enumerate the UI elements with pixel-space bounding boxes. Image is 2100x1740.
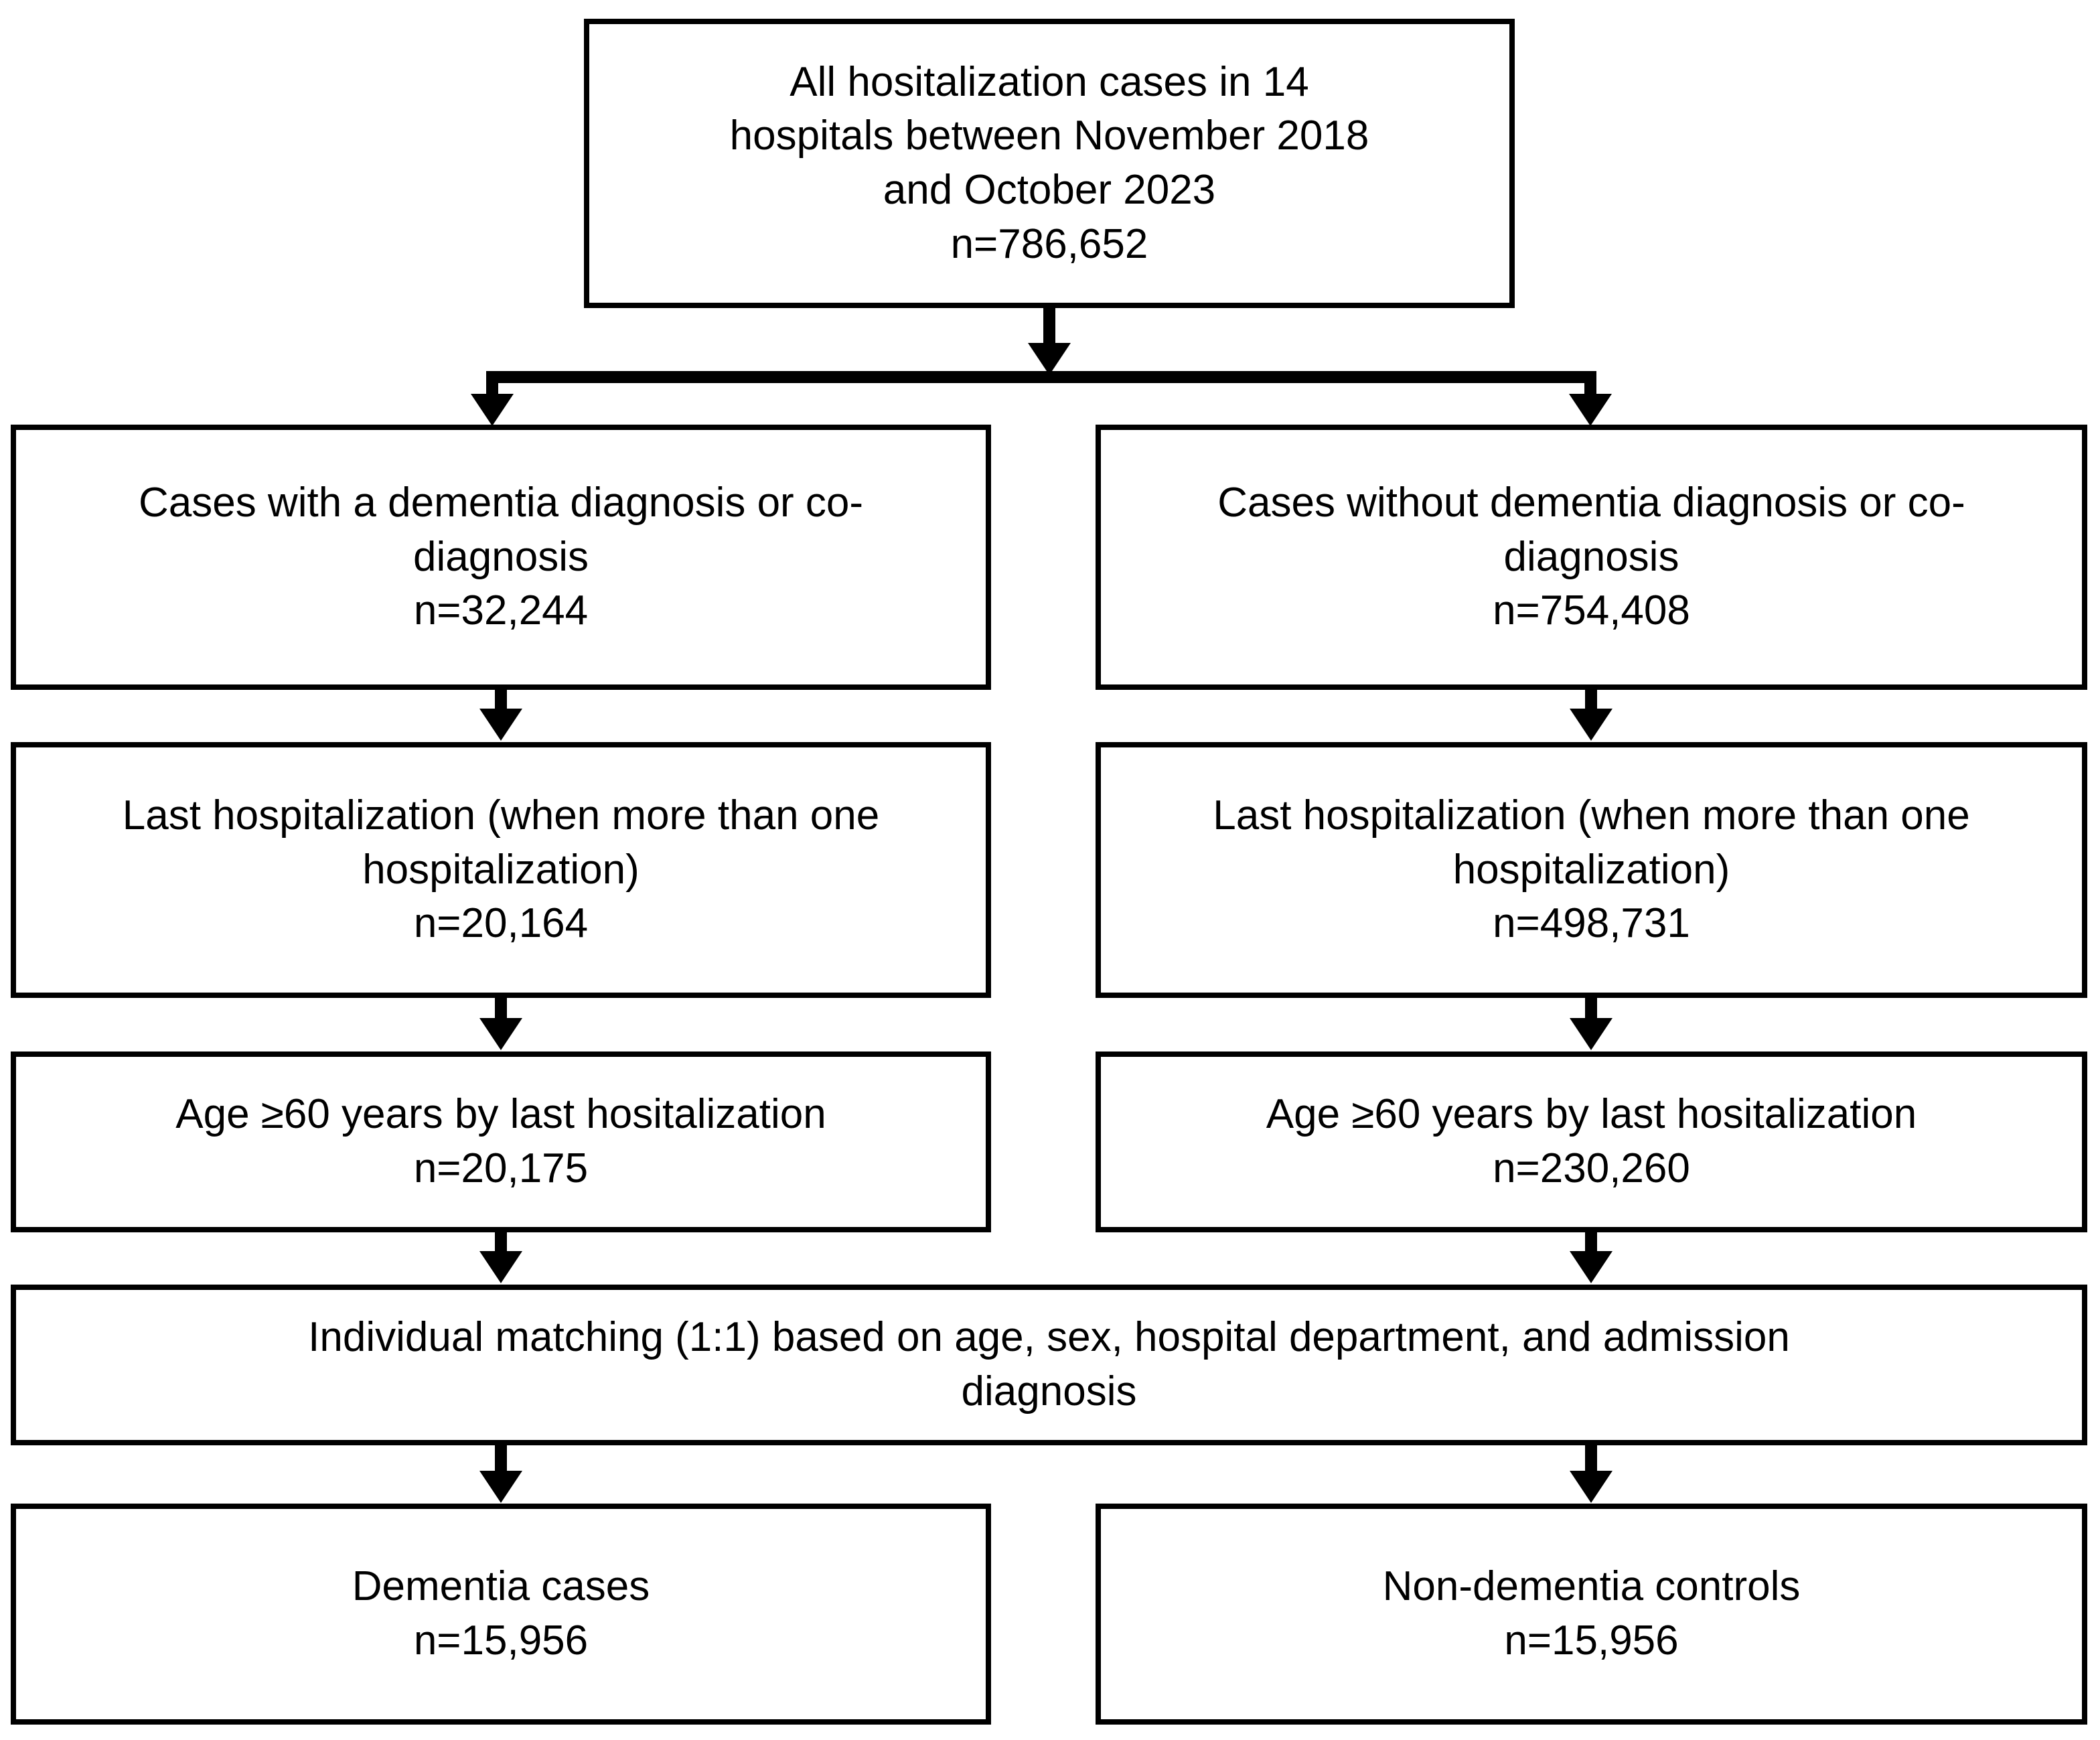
node-all-hospitalization-cases-text: All hositalization cases in 14 hospitals…: [729, 58, 1369, 267]
node-all-hospitalization-cases: All hositalization cases in 14 hospitals…: [584, 19, 1515, 308]
node-age-60-non-dementia-text: Age ≥60 years by last hositalization n=2…: [1266, 1091, 1917, 1191]
arrowhead-left-row2-row3-icon: [479, 1018, 522, 1050]
node-non-dementia-controls-text: Non-dementia controls n=15,956: [1382, 1563, 1801, 1664]
node-age-60-dementia-text: Age ≥60 years by last hositalization n=2…: [175, 1091, 826, 1191]
connector-right-row3-matching: [1585, 1232, 1597, 1254]
connector-split-right: [1584, 371, 1596, 399]
arrowhead-left-row3-matching-icon: [479, 1251, 522, 1283]
arrowhead-right-row3-matching-icon: [1570, 1251, 1612, 1283]
arrowhead-source-stem-icon: [1028, 343, 1071, 375]
arrowhead-split-right-icon: [1569, 394, 1612, 426]
node-age-60-dementia: Age ≥60 years by last hositalization n=2…: [11, 1052, 991, 1232]
arrowhead-left-row1-row2-icon: [479, 709, 522, 741]
node-cases-without-dementia: Cases without dementia diagnosis or co- …: [1096, 425, 2087, 690]
arrowhead-right-row2-row3-icon: [1570, 1018, 1612, 1050]
connector-matching-final-controls: [1585, 1445, 1597, 1473]
node-last-hospitalization-non-dementia-text: Last hospitalization (when more than one…: [1213, 792, 1970, 947]
connector-right-row2-row3: [1585, 998, 1597, 1021]
arrowhead-matching-final-controls-icon: [1570, 1471, 1612, 1503]
node-cases-with-dementia-text: Cases with a dementia diagnosis or co- d…: [138, 480, 864, 634]
connector-split-left: [486, 371, 498, 399]
node-dementia-cases-text: Dementia cases n=15,956: [352, 1563, 650, 1664]
arrowhead-matching-final-cases-icon: [479, 1471, 522, 1503]
connector-source-stem: [1043, 308, 1055, 346]
node-individual-matching-text: Individual matching (1:1) based on age, …: [308, 1314, 1790, 1415]
connector-split-bar: [486, 371, 1596, 383]
node-last-hospitalization-non-dementia: Last hospitalization (when more than one…: [1096, 742, 2087, 998]
connector-left-row3-matching: [495, 1232, 507, 1254]
arrowhead-right-row1-row2-icon: [1570, 709, 1612, 741]
node-last-hospitalization-dementia: Last hospitalization (when more than one…: [11, 742, 991, 998]
node-cases-with-dementia: Cases with a dementia diagnosis or co- d…: [11, 425, 991, 690]
node-individual-matching: Individual matching (1:1) based on age, …: [11, 1285, 2087, 1445]
node-age-60-non-dementia: Age ≥60 years by last hositalization n=2…: [1096, 1052, 2087, 1232]
node-last-hospitalization-dementia-text: Last hospitalization (when more than one…: [122, 792, 880, 947]
arrowhead-split-left-icon: [471, 394, 514, 426]
node-dementia-cases: Dementia cases n=15,956: [11, 1504, 991, 1725]
connector-left-row2-row3: [495, 998, 507, 1021]
node-non-dementia-controls: Non-dementia controls n=15,956: [1096, 1504, 2087, 1725]
connector-left-row1-row2: [495, 690, 507, 711]
node-cases-without-dementia-text: Cases without dementia diagnosis or co- …: [1217, 480, 1965, 634]
connector-right-row1-row2: [1585, 690, 1597, 711]
connector-matching-final-cases: [495, 1445, 507, 1473]
